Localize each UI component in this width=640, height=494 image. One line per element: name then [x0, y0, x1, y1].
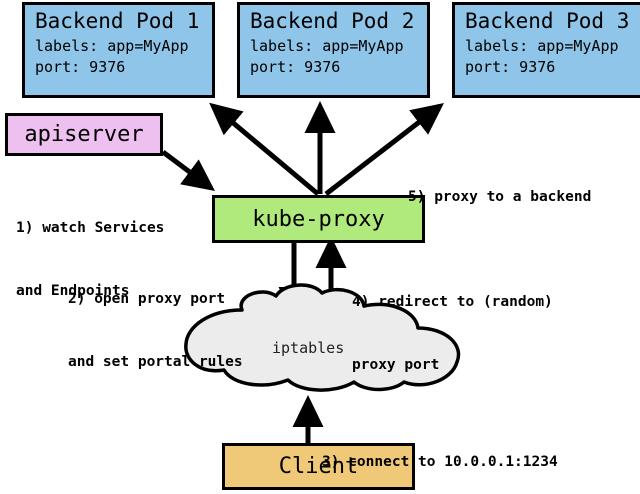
- iptables-label: iptables: [272, 339, 345, 357]
- apiserver-label: apiserver: [24, 122, 144, 147]
- backend-pod-3-labels: labels: app=MyApp: [465, 37, 619, 55]
- kube-proxy-label: kube-proxy: [252, 206, 385, 232]
- backend-pod-1-box[interactable]: Backend Pod 1 labels: app=MyApp port: 93…: [22, 2, 215, 98]
- backend-pod-3-box[interactable]: Backend Pod 3 labels: app=MyApp port: 93…: [452, 2, 640, 98]
- client-box[interactable]: Client: [222, 443, 415, 490]
- client-label: Client: [278, 454, 359, 479]
- arrow-apiserver-to-kubeproxy: [161, 150, 215, 191]
- backend-pod-2-title: Backend Pod 2: [250, 9, 415, 33]
- step-1-line-1: 1) watch Services: [16, 220, 165, 236]
- backend-pod-2-details: labels: app=MyApp port: 9376: [250, 36, 404, 78]
- backend-pod-1-details: labels: app=MyApp port: 9376: [35, 36, 189, 78]
- backend-pod-3-port: port: 9376: [465, 58, 556, 76]
- backend-pod-2-port: port: 9376: [250, 58, 341, 76]
- backend-pod-1-labels: labels: app=MyApp: [35, 37, 189, 55]
- backend-pod-1-port: port: 9376: [35, 58, 126, 76]
- step-3-caption: 3) connect to 10.0.0.1:1234: [322, 410, 558, 494]
- apiserver-box[interactable]: apiserver: [5, 113, 163, 156]
- backend-pod-2-labels: labels: app=MyApp: [250, 37, 404, 55]
- step-2-line-1: 2) open proxy port: [68, 291, 226, 307]
- step-1-caption: 1) watch Services and Endpoints: [16, 176, 164, 344]
- step-5-line-1: 5) proxy to a backend: [408, 189, 592, 205]
- backend-pod-2-box[interactable]: Backend Pod 2 labels: app=MyApp port: 93…: [237, 2, 430, 98]
- step-1-line-2: and Endpoints: [16, 283, 130, 299]
- step-5-caption: 5) proxy to a backend: [408, 145, 591, 250]
- backend-pod-1-title: Backend Pod 1: [35, 9, 200, 33]
- kube-proxy-box[interactable]: kube-proxy: [212, 195, 425, 243]
- backend-pod-3-title: Backend Pod 3: [465, 9, 630, 33]
- step-2-line-2: and set portal rules: [68, 354, 243, 370]
- step-3-line-1: 3) connect to 10.0.0.1:1234: [322, 454, 558, 470]
- step-4-line-2: proxy port: [352, 357, 440, 373]
- step-4-caption: 4) redirect to (random) proxy port: [352, 250, 553, 418]
- step-4-line-1: 4) redirect to (random): [352, 294, 553, 310]
- backend-pod-3-details: labels: app=MyApp port: 9376: [465, 36, 619, 78]
- arrow-kubeproxy-to-pod1: [209, 102, 320, 196]
- step-2-caption: 2) open proxy port and set portal rules: [68, 247, 243, 415]
